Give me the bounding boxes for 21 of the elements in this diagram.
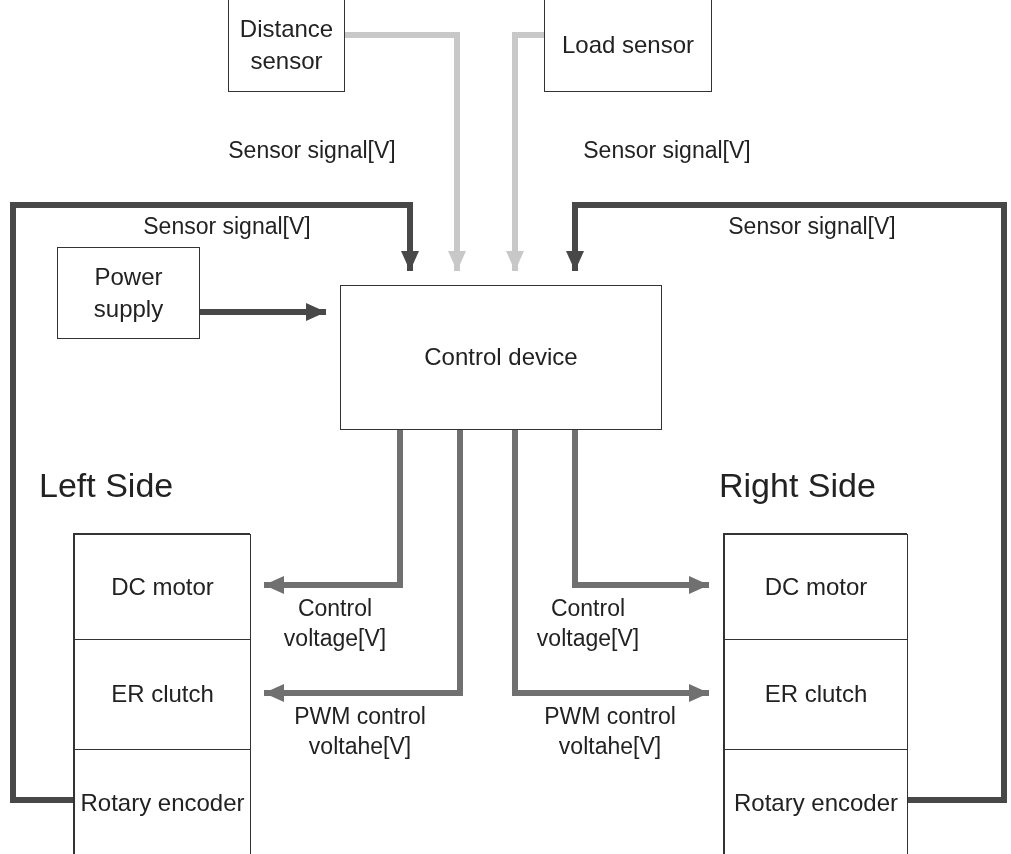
block-box: DC motor xyxy=(724,534,908,640)
arrow xyxy=(512,430,709,702)
block-box: ER clutch xyxy=(74,639,251,750)
block-box: Distance sensor xyxy=(228,0,345,92)
block-box: Load sensor xyxy=(544,0,712,92)
block-box: DC motor xyxy=(74,534,251,640)
block-box: Rotary encoder xyxy=(724,749,908,854)
arrow xyxy=(200,303,326,321)
side-heading: Left Side xyxy=(39,466,174,505)
arrow xyxy=(10,202,419,803)
arrow xyxy=(566,202,1007,803)
side-heading: Right Side xyxy=(719,466,876,505)
block-box: Control device xyxy=(340,285,662,430)
block-box: ER clutch xyxy=(724,639,908,750)
block-box: Power supply xyxy=(57,247,200,339)
block-box: Rotary encoder xyxy=(74,749,251,854)
arrow xyxy=(572,430,709,594)
arrow xyxy=(345,32,466,271)
arrow xyxy=(264,430,403,594)
arrow xyxy=(264,430,463,702)
arrow xyxy=(506,32,544,271)
